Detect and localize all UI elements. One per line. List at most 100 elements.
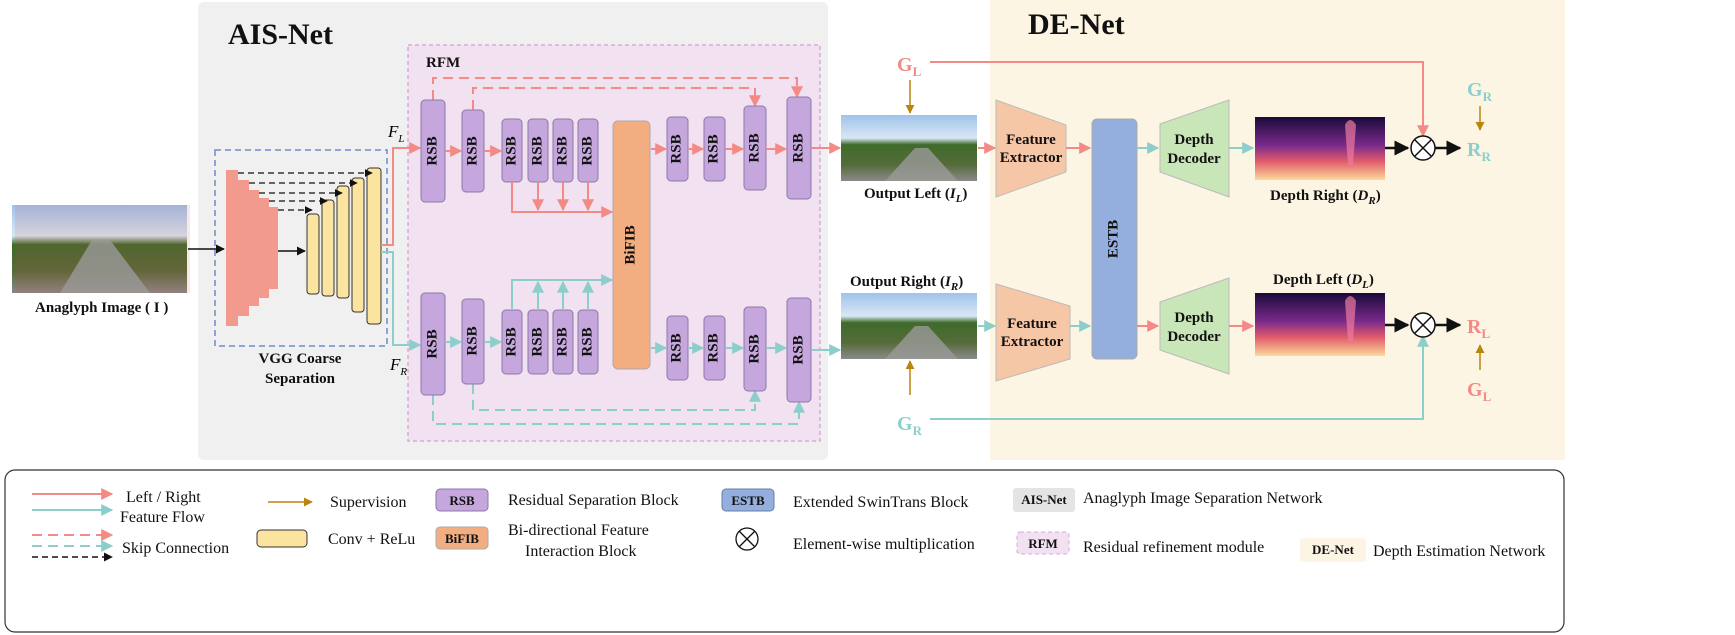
rsb-bottom-3: RSB [501, 309, 523, 375]
vgg-skip-connections [238, 169, 373, 214]
depth-left-map [1255, 293, 1385, 356]
svg-text:RSB: RSB [668, 333, 684, 362]
depth-decoder-top: Depth Decoder [1159, 99, 1230, 198]
de-net-region: DE-Net [990, 0, 1565, 460]
fl-label: FL [387, 122, 405, 145]
output-right-image [841, 293, 977, 359]
rsb-top-9: RSB [743, 105, 767, 191]
svg-text:RSB: RSB [503, 136, 519, 165]
legend-aisnet-tag: AIS-Net [1021, 492, 1067, 507]
legend-bifib-tag: BiFIB [445, 531, 479, 546]
svg-text:RSB: RSB [579, 136, 595, 165]
legend-denet-desc: Depth Estimation Network [1373, 543, 1545, 560]
legend-estb-tag: ESTB [731, 493, 765, 508]
legend-rsb-desc: Residual Separation Block [508, 492, 679, 509]
svg-text:RSB: RSB [503, 327, 519, 356]
legend-rsb-tag: RSB [449, 493, 475, 508]
legend-bifib-desc-line2: Interaction Block [525, 543, 637, 560]
rsb-top-10: RSB [786, 96, 812, 200]
svg-text:Feature: Feature [1007, 316, 1057, 332]
svg-text:RSB: RSB [746, 334, 762, 363]
feature-extractor-left: Feature Extractor [995, 99, 1067, 198]
svg-text:RSB: RSB [529, 136, 545, 165]
depth-left-label: Depth Left (DL) [1273, 272, 1374, 291]
multiply-node-bottom [1410, 312, 1436, 338]
rsb-top-7: RSB [666, 116, 689, 182]
svg-text:RSB: RSB [554, 327, 570, 356]
svg-text:RSB: RSB [668, 134, 684, 163]
svg-text:Decoder: Decoder [1167, 151, 1221, 167]
rfm-title: RFM [426, 55, 460, 71]
svg-text:Extractor: Extractor [1000, 150, 1063, 166]
svg-text:Feature: Feature [1006, 132, 1056, 148]
svg-text:RSB: RSB [424, 136, 440, 165]
fr-label: FR [389, 355, 407, 378]
svg-text:RSB: RSB [705, 333, 721, 362]
svg-text:ESTB: ESTB [1105, 220, 1121, 258]
svg-text:RSB: RSB [746, 133, 762, 162]
vgg-coarse-separation: VGG Coarse Separation [214, 149, 388, 387]
rr-symbol: RR [1467, 139, 1491, 164]
estb-block: ESTB [1091, 118, 1138, 360]
rsb-top-5: RSB [552, 118, 574, 183]
output-right-label: Output Right (IR) [850, 274, 963, 293]
depth-right-label: Depth Right (DR) [1270, 188, 1381, 207]
svg-text:Extractor: Extractor [1001, 334, 1064, 350]
multiply-node-top [1410, 135, 1436, 161]
gl-top-symbol: GL [897, 54, 922, 79]
legend-mult-desc: Element-wise multiplication [793, 536, 975, 553]
svg-text:Depth: Depth [1174, 310, 1214, 326]
svg-text:Depth: Depth [1174, 132, 1214, 148]
svg-text:RSB: RSB [579, 327, 595, 356]
de-net-title: DE-Net [1028, 8, 1125, 41]
rsb-bottom-7: RSB [666, 315, 689, 381]
rsb-bottom-10: RSB [786, 297, 812, 403]
legend-skip: Skip Connection [122, 540, 229, 557]
rsb-top-3: RSB [501, 118, 523, 183]
output-left-image [841, 115, 977, 181]
depth-decoder-bottom: Depth Decoder [1159, 277, 1230, 375]
legend-flow-line2: Feature Flow [120, 509, 205, 526]
svg-text:Decoder: Decoder [1167, 329, 1221, 345]
rsb-top-1: RSB [420, 99, 446, 203]
depth-right-map [1255, 117, 1385, 180]
legend-estb-desc: Extended SwinTrans Block [793, 494, 968, 511]
anaglyph-image-label: Anaglyph Image ( I ) [35, 300, 168, 316]
svg-text:RSB: RSB [424, 329, 440, 358]
legend-supervision: Supervision [330, 494, 406, 511]
rsb-bottom-8: RSB [703, 315, 726, 381]
anaglyph-image [12, 205, 190, 293]
vgg-label-line2: Separation [265, 371, 336, 387]
svg-text:BiFIB: BiFIB [622, 225, 638, 264]
legend-bifib-desc-line1: Bi-directional Feature [508, 522, 649, 539]
gr-bottom-symbol: GR [897, 413, 923, 438]
svg-text:RSB: RSB [790, 335, 806, 364]
gr-top-symbol: GR [1467, 79, 1493, 104]
svg-text:RSB: RSB [464, 136, 480, 165]
rsb-top-8: RSB [703, 116, 726, 182]
legend-flow-line1: Left / Right [126, 489, 201, 506]
vgg-encoder-blocks [226, 170, 278, 326]
rsb-bottom-9: RSB [743, 306, 767, 392]
svg-text:RSB: RSB [554, 136, 570, 165]
rsb-bottom-4: RSB [527, 309, 549, 375]
svg-text:RSB: RSB [790, 133, 806, 162]
svg-text:RSB: RSB [529, 327, 545, 356]
rsb-bottom-2: RSB [461, 298, 485, 385]
rsb-top-6: RSB [577, 118, 599, 183]
rfm-left-branch: RSB RSB RSB RSB RSB RSB RSB RSB RSB RSB [420, 77, 812, 218]
feature-extractor-right: Feature Extractor [995, 283, 1071, 382]
ais-net-title: AIS-Net [228, 18, 333, 51]
gl-bottom-symbol: GL [1467, 379, 1492, 404]
legend-aisnet-desc: Anaglyph Image Separation Network [1083, 490, 1322, 507]
output-left-label: Output Left (IL) [864, 186, 967, 205]
legend-rfm-desc: Residual refinement module [1083, 539, 1264, 556]
svg-text:RSB: RSB [464, 326, 480, 355]
rsb-top-4: RSB [527, 118, 549, 183]
rsb-top-2: RSB [461, 109, 485, 193]
vgg-label-line1: VGG Coarse [259, 351, 342, 367]
rsb-bottom-5: RSB [552, 309, 574, 375]
rsb-bottom-1: RSB [420, 292, 446, 396]
legend-denet-tag: DE-Net [1312, 542, 1355, 557]
